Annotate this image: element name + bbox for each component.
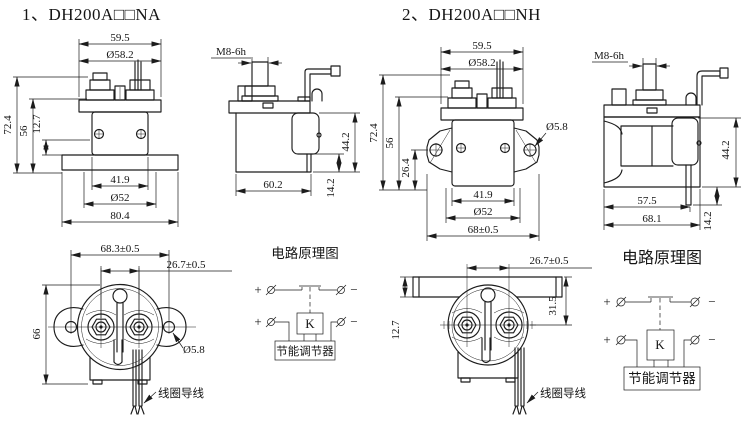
circuit1-plus-main: + — [254, 282, 261, 297]
circuit2-minus-main: − — [708, 294, 715, 309]
model2-bottom-outline — [412, 264, 563, 415]
circuit1-plus-coil: + — [254, 314, 261, 329]
model1-side-thread-label: M8-6h — [216, 46, 246, 58]
model2-front-dim-body-height: 56 — [384, 137, 396, 149]
circuit1-minus-coil: − — [350, 314, 357, 329]
model1-front-dim-body-height: 56 — [18, 125, 30, 137]
circuit-diagram-2: 电路原理图 + − K + − 节能调节器 — [603, 249, 716, 391]
model1-side-outline — [228, 61, 341, 173]
circuit1-regulator-label: 节能调节器 — [276, 344, 334, 358]
circuit-diagram-1: 电路原理图 + − K + − 节能调节器 — [254, 246, 358, 361]
circuit2-relay-label: K — [655, 337, 665, 352]
model1-side-dim-base-height: 14.2 — [325, 178, 337, 197]
model2-side-dimensions: M8-6h 44.2 14.2 57.5 68.1 — [592, 50, 741, 231]
circuit2-title: 电路原理图 — [622, 249, 702, 267]
model1-front-dim-body-dia: Ø52 — [111, 192, 130, 204]
model2-bottom-dim-bracket-height: 12.7 — [390, 320, 402, 340]
model2-front-outline — [426, 59, 540, 187]
model2-front-dim-top-width: 59.5 — [472, 40, 492, 52]
model1-bottom-view: 68.3±0.5 26.7±0.5 66 Ø5.8 线圈导线 — [31, 243, 232, 415]
model1-side-dim-height: 44.2 — [340, 132, 352, 151]
model1-bottom-dim-terminal-span: 26.7±0.5 — [166, 259, 206, 271]
model1-front-dim-base-width: 80.4 — [110, 210, 130, 222]
model2-bottom-dimensions: 26.7±0.5 12.7 31.5 线圈导线 — [390, 255, 592, 404]
model1-bottom-dim-height: 66 — [31, 328, 43, 340]
model2-bottom-view: 26.7±0.5 12.7 31.5 线圈导线 — [390, 255, 592, 415]
model1-front-dim-total-height: 72.4 — [2, 115, 14, 135]
model1-bottom-dimensions: 68.3±0.5 26.7±0.5 66 Ø5.8 线圈导线 — [31, 243, 232, 404]
model1-title: 1、DH200A□□NA — [22, 5, 161, 24]
model2-front-view: 59.5 Ø58.2 72.4 56 26.4 41.9 Ø52 68±0.5 … — [368, 40, 568, 241]
model1-bottom-outline — [48, 268, 196, 415]
model2-side-dim-total-depth: 68.1 — [642, 213, 661, 225]
model2-side-dim-height: 44.2 — [720, 140, 732, 159]
model2-side-outline — [603, 63, 729, 206]
model1-bottom-coil-wire-label: 线圈导线 — [158, 386, 204, 400]
model2-side-thread-label: M8-6h — [594, 50, 624, 62]
model1-front-dimensions: 59.5 Ø58.2 72.4 56 12.7 41.9 Ø52 80.4 — [2, 32, 179, 227]
circuit2-minus-coil: − — [708, 332, 715, 347]
model1-front-view: 59.5 Ø58.2 72.4 56 12.7 41.9 Ø52 80.4 — [2, 32, 179, 227]
circuit2-regulator-label: 节能调节器 — [628, 371, 696, 386]
model2-front-dim-total-height: 72.4 — [368, 123, 380, 143]
model2-front-dim-ear-hole-dia: Ø5.8 — [546, 121, 568, 133]
model2-front-dim-body-dia: Ø52 — [474, 206, 493, 218]
circuit1-relay-label: K — [305, 316, 315, 331]
model1-front-dim-plate-offset: 12.7 — [31, 114, 43, 134]
model1-bottom-dim-hole-dia: Ø5.8 — [183, 344, 205, 356]
model2-front-dim-terminal-span: 41.9 — [473, 189, 493, 201]
model2-front-dim-ear-span: 68±0.5 — [468, 224, 499, 236]
model2-front-dim-ear-offset: 26.4 — [400, 158, 412, 178]
model1-side-dimensions: M8-6h 44.2 14.2 60.2 — [211, 46, 360, 198]
model2-side-dim-body-depth: 57.5 — [637, 195, 657, 207]
model1-front-dim-top-width: 59.5 — [110, 32, 130, 44]
circuit1-minus-main: − — [350, 282, 357, 297]
model2-side-dim-base-height: 14.2 — [702, 211, 714, 230]
model2-front-dimensions: 59.5 Ø58.2 72.4 56 26.4 41.9 Ø52 68±0.5 … — [368, 40, 568, 241]
model2-title: 2、DH200A□□NH — [402, 5, 541, 24]
model2-bottom-dim-terminal-span: 26.7±0.5 — [529, 255, 569, 267]
model2-front-dim-flange-dia: Ø58.2 — [468, 57, 495, 69]
model1-bottom-dim-hole-span: 68.3±0.5 — [100, 243, 140, 255]
model1-front-outline — [61, 59, 179, 171]
model1-front-dim-terminal-span: 41.9 — [110, 174, 130, 186]
model1-side-dim-depth: 60.2 — [263, 179, 282, 191]
model2-bottom-coil-wire-label: 线圈导线 — [540, 386, 586, 400]
circuit2-plus-coil: + — [603, 332, 610, 347]
model2-side-view: M8-6h 44.2 14.2 57.5 68.1 — [592, 50, 741, 231]
circuit1-title: 电路原理图 — [271, 246, 339, 261]
model2-bottom-dim-terminal-offset: 31.5 — [547, 296, 559, 316]
model1-side-view: M8-6h 44.2 14.2 60.2 — [211, 46, 360, 198]
model1-front-dim-flange-dia: Ø58.2 — [106, 49, 133, 61]
circuit2-plus-main: + — [603, 294, 610, 309]
